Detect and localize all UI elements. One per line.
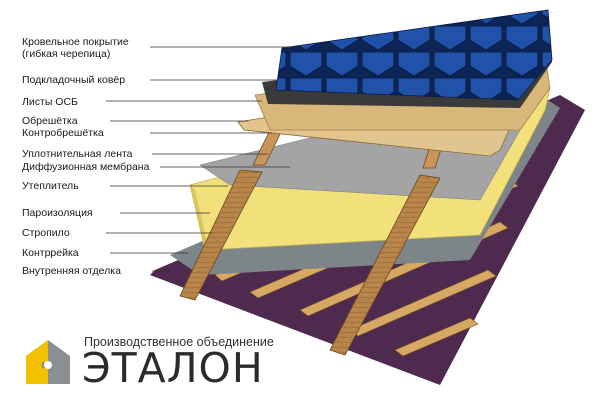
- house-puzzle-logo-icon: [26, 340, 70, 384]
- label-insulation: Утеплитель: [22, 180, 79, 192]
- leader-lines: [106, 46, 292, 272]
- label-counter-battens: Контробрешётка: [22, 127, 104, 139]
- label-sealing-tape: Уплотнительная лента: [22, 148, 133, 160]
- label-battens: Обрешётка: [22, 115, 78, 127]
- label-counter-rail: Контррейка: [22, 247, 79, 259]
- label-vapor-barrier: Пароизоляция: [22, 207, 93, 219]
- label-diffusion-membrane: Диффузионная мембрана: [22, 161, 150, 173]
- label-interior-finish: Внутренняя отделка: [22, 265, 121, 277]
- rafters: [179, 169, 441, 356]
- logo-name: ЭТАЛОН: [82, 344, 264, 392]
- label-underlay-carpet: Подкладочный ковёр: [22, 74, 126, 86]
- label-roof-covering: Кровельное покрытие (гибкая черепица): [22, 36, 129, 60]
- logo-tagline: Производственное объединение: [84, 335, 274, 349]
- label-rafter: Стропило: [22, 227, 70, 239]
- label-osb-sheets: Листы ОСБ: [22, 96, 78, 108]
- shingle-layer: [275, 9, 553, 101]
